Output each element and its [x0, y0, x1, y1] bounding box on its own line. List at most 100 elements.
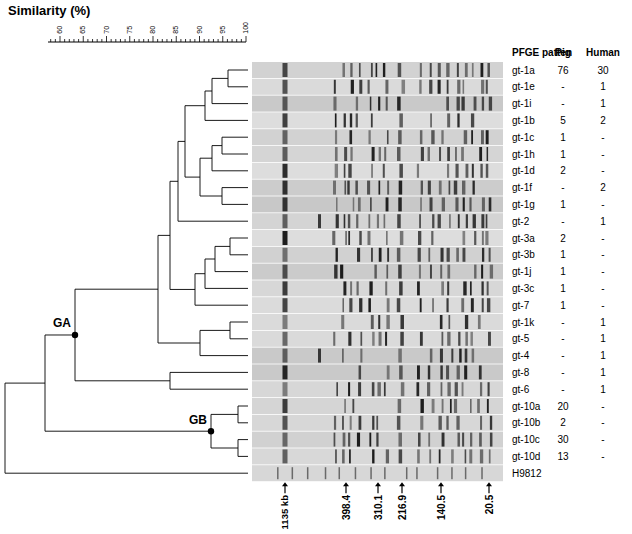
gel-band [470, 433, 472, 447]
pattern-name: gt-3c [512, 283, 534, 294]
axis-tick-label: 80 [149, 26, 157, 34]
gel-band [386, 315, 389, 329]
dendrogram-branch [238, 406, 248, 407]
gel-band [432, 214, 434, 228]
pattern-name: gt-1i [512, 98, 531, 109]
axis-minor-tick [73, 39, 74, 42]
dendrogram-branch [185, 177, 200, 178]
gel-band [348, 433, 350, 447]
gel-lane [252, 348, 503, 364]
gel-band [454, 399, 457, 413]
human-count: 1 [600, 216, 606, 227]
gel-band [358, 382, 361, 396]
gel-band [480, 382, 482, 396]
gel-band [469, 449, 472, 463]
gel-band [277, 467, 279, 479]
gel-band [469, 197, 471, 211]
gel-band [487, 147, 489, 161]
size-marker-label: 20.5 [484, 495, 495, 514]
gel-band [399, 113, 403, 127]
human-count: 1 [600, 367, 606, 378]
gel-band [367, 181, 370, 195]
gel-band [429, 449, 431, 463]
gel-band [419, 214, 421, 228]
pig-count: 1 [560, 266, 566, 277]
gel-band [442, 399, 444, 413]
gel-band [406, 467, 408, 479]
gel-band [449, 214, 451, 228]
gel-band [471, 130, 473, 144]
gel-band [384, 467, 386, 479]
dendrogram-branch [205, 259, 215, 260]
gel-band [487, 281, 489, 295]
human-count: 30 [597, 65, 608, 76]
gel-band [431, 130, 434, 144]
gel-band [465, 467, 467, 479]
axis-major-tick [60, 36, 61, 42]
pig-count: 2 [560, 233, 566, 244]
gel-band [386, 231, 388, 245]
gel-band [383, 164, 385, 178]
gel-band [465, 315, 468, 329]
gel-band [350, 63, 352, 77]
gel-band [455, 382, 458, 396]
human-count: - [601, 149, 604, 160]
column-header: Human [586, 47, 620, 58]
axis-minor-tick [194, 39, 195, 42]
axis-major-tick [106, 36, 107, 42]
pattern-name: gt-2 [512, 216, 529, 227]
gel-band [283, 97, 288, 111]
gel-band [416, 382, 419, 396]
gel-band [343, 433, 346, 447]
gel-band [369, 281, 372, 295]
gel-band [490, 433, 493, 447]
gel-band [283, 147, 288, 161]
gel-band [440, 315, 443, 329]
gel-band [441, 281, 444, 295]
gel-band [481, 214, 484, 228]
dendrogram-branch [222, 137, 248, 138]
human-count: - [601, 283, 604, 294]
gel-band [420, 332, 423, 346]
gel-band [446, 97, 449, 111]
pattern-name: gt-1b [512, 115, 535, 126]
gel-band [398, 63, 402, 77]
size-marker-label: 140.5 [436, 495, 447, 520]
pattern-name: gt-10b [512, 417, 540, 428]
gel-band [399, 281, 403, 295]
gel-lane [252, 180, 503, 196]
dendrogram-branch [185, 105, 205, 106]
pattern-name: gt-1c [512, 132, 534, 143]
gel-band [398, 265, 402, 279]
gel-band [490, 265, 493, 279]
gel-band [489, 449, 491, 463]
axis-tick-label: 65 [79, 26, 87, 34]
cluster-dot [72, 332, 78, 338]
pig-count: 5 [560, 115, 566, 126]
gel-band [430, 265, 432, 279]
gel-band [333, 97, 336, 111]
gel-band [438, 416, 441, 430]
pattern-name: gt-7 [512, 300, 529, 311]
dendrogram-branch [222, 204, 248, 205]
gel-band [384, 382, 386, 396]
gel-band [344, 399, 346, 413]
gel-band [421, 181, 423, 195]
gel-band [487, 298, 490, 312]
pig-count: - [561, 81, 564, 92]
gel-band [447, 147, 450, 161]
gel-band [357, 281, 359, 295]
dendrogram-branch [212, 170, 248, 171]
gel-band [370, 467, 372, 479]
marker-arrow-head [399, 482, 405, 486]
gel-band [489, 248, 491, 262]
gel-lane [252, 415, 503, 431]
gel-band [336, 382, 338, 396]
dendrogram-branch [238, 456, 248, 457]
human-count: 1 [600, 98, 606, 109]
gel-lane [252, 297, 503, 313]
gel-band [372, 332, 374, 346]
gel-band [370, 97, 372, 111]
axis-minor-tick [143, 39, 144, 42]
gel-band [481, 281, 483, 295]
